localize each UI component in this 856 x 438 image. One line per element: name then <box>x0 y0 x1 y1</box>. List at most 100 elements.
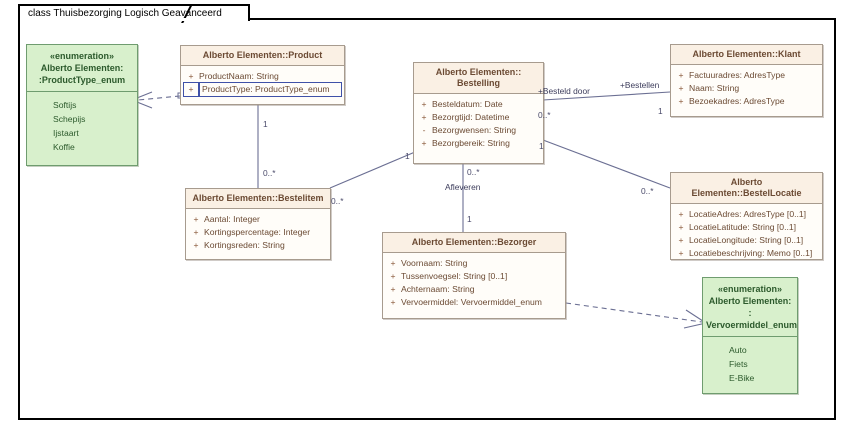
enum-producttype-name-line2: :ProductType_enum <box>38 75 126 85</box>
attribute-row: + Kortingspercentage: Integer <box>188 226 328 239</box>
multiplicity-bestelitem-to-bestelling: 0..* <box>331 196 344 206</box>
attribute-visibility: + <box>390 258 396 268</box>
attribute-text: ProductType: ProductType_enum <box>199 82 342 97</box>
enum-producttype-name-line1: Alberto Elementen: <box>40 63 124 73</box>
class-bestelling[interactable]: Alberto Elementen:: Bestelling + Besteld… <box>413 62 544 164</box>
attribute-visibility: + <box>421 99 427 109</box>
enum-vervoermiddel[interactable]: «enumeration» Alberto Elementen: : Vervo… <box>702 277 798 394</box>
enum-producttype-literals: Softijs Schepijs Ijstaart Koffie <box>27 92 137 160</box>
attribute-row: + Bezoekadres: AdresType <box>673 95 820 108</box>
role-besteld-door: +Besteld door <box>538 86 590 96</box>
attribute-text: Factuuradres: AdresType <box>689 70 786 80</box>
enum-literal: E-Bike <box>729 373 755 383</box>
enum-vervoermiddel-literals: Auto Fiets E-Bike <box>703 337 797 391</box>
attribute-visibility: + <box>678 209 684 219</box>
class-bezorger-header: Alberto Elementen::Bezorger <box>383 233 565 253</box>
attribute-text: LocatieLatitude: String [0..1] <box>689 222 797 232</box>
attribute-visibility: - <box>422 125 426 135</box>
attribute-visibility: + <box>193 227 199 237</box>
class-klant[interactable]: Alberto Elementen::Klant + Factuuradres:… <box>670 44 823 117</box>
diagram-title-tab-mask <box>20 18 196 21</box>
attribute-visibility: + <box>193 240 199 250</box>
enum-vervoermiddel-name-line2: : <box>748 308 752 318</box>
multiplicity-bestelling-to-bestellocatie: 1 <box>539 141 544 151</box>
multiplicity-bestelling-to-bezorger: 0..* <box>467 167 480 177</box>
class-bestellocatie-header: Alberto Elementen::BestelLocatie <box>671 173 822 204</box>
enum-vervoermiddel-name-line1: Alberto Elementen: <box>708 296 792 306</box>
class-bestelitem[interactable]: Alberto Elementen::Bestelitem + Aantal: … <box>185 188 331 260</box>
enum-literal: Softijs <box>53 100 77 110</box>
attribute-visibility: + <box>678 70 684 80</box>
multiplicity-bestelling-klant-source: 0..* <box>538 110 551 120</box>
attribute-text: Naam: String <box>689 83 740 93</box>
role-bestellen: +Bestellen <box>620 80 660 90</box>
class-bestelling-header: Alberto Elementen:: Bestelling <box>414 63 543 94</box>
multiplicity-bestelling-to-bestelitem: 1 <box>405 151 410 161</box>
class-product[interactable]: Alberto Elementen::Product + ProductNaam… <box>180 45 345 105</box>
class-bestelitem-header: Alberto Elementen::Bestelitem <box>186 189 330 209</box>
enum-producttype[interactable]: «enumeration» Alberto Elementen: :Produc… <box>26 44 138 166</box>
enum-vervoermiddel-header: «enumeration» Alberto Elementen: : Vervo… <box>703 278 797 337</box>
attribute-visibility: + <box>188 71 194 81</box>
attribute-visibility: + <box>421 138 427 148</box>
attribute-visibility: + <box>421 112 427 122</box>
attribute-row: + ProductNaam: String <box>183 70 342 83</box>
diagram-title: class Thuisbezorging Logisch Geavanceerd <box>28 8 222 19</box>
attribute-text: Aantal: Integer <box>204 214 260 224</box>
attribute-text: Bezoekadres: AdresType <box>689 96 785 106</box>
class-bestelling-name-line2: Bestelling <box>456 78 500 88</box>
class-bezorger[interactable]: Alberto Elementen::Bezorger + Voornaam: … <box>382 232 566 319</box>
attribute-text: Bezorgwensen: String <box>432 125 517 135</box>
class-bestelling-attributes: + Besteldatum: Date + Bezorgtijd: Dateti… <box>414 94 543 155</box>
attribute-visibility: + <box>193 214 199 224</box>
attribute-text: Bezorgbereik: String <box>432 138 510 148</box>
attribute-text: Voornaam: String <box>401 258 468 268</box>
class-klant-attributes: + Factuuradres: AdresType + Naam: String… <box>671 65 822 113</box>
attribute-row-selected[interactable]: + ProductType: ProductType_enum <box>183 82 342 97</box>
class-bestelling-name-line1: Alberto Elementen:: <box>435 67 522 77</box>
attribute-visibility: + <box>390 297 396 307</box>
enum-literal: Auto <box>729 345 747 355</box>
attribute-row: + Factuuradres: AdresType <box>673 69 820 82</box>
attribute-visibility: + <box>678 222 684 232</box>
class-product-attributes: + ProductNaam: String + ProductType: Pro… <box>181 66 344 101</box>
attribute-row: + LocatieLatitude: String [0..1] <box>673 221 820 234</box>
multiplicity-bezorger-end: 1 <box>467 214 472 224</box>
attribute-row: + Bezorgtijd: Datetime <box>416 111 541 124</box>
attribute-text: Achternaam: String <box>401 284 475 294</box>
attribute-row: + Naam: String <box>673 82 820 95</box>
class-bestellocatie-attributes: + LocatieAdres: AdresType [0..1] + Locat… <box>671 204 822 265</box>
attribute-visibility: + <box>678 235 684 245</box>
class-bezorger-attributes: + Voornaam: String + Tussenvoegsel: Stri… <box>383 253 565 314</box>
attribute-text: Kortingsreden: String <box>204 240 285 250</box>
attribute-text: LocatieLongitude: String [0..1] <box>689 235 804 245</box>
attribute-text: Bezorgtijd: Datetime <box>432 112 510 122</box>
attribute-visibility: + <box>390 271 396 281</box>
attribute-row: + LocatieAdres: AdresType [0..1] <box>673 208 820 221</box>
attribute-visibility: + <box>183 82 199 97</box>
attribute-visibility: + <box>678 96 684 106</box>
attribute-visibility: + <box>678 248 684 258</box>
attribute-row: + Vervoermiddel: Vervoermiddel_enum <box>385 296 563 309</box>
multiplicity-bestellocatie-end: 0..* <box>641 186 654 196</box>
attribute-text: LocatieAdres: AdresType [0..1] <box>689 209 807 219</box>
enum-literal: Schepijs <box>53 114 86 124</box>
multiplicity-product-end: 1 <box>263 119 268 129</box>
multiplicity-bestelitem-end: 0..* <box>263 168 276 178</box>
class-bestellocatie[interactable]: Alberto Elementen::BestelLocatie + Locat… <box>670 172 823 260</box>
attribute-visibility: + <box>390 284 396 294</box>
attribute-row: + Tussenvoegsel: String [0..1] <box>385 270 563 283</box>
enum-producttype-stereotype: «enumeration» <box>49 51 115 61</box>
attribute-text: Vervoermiddel: Vervoermiddel_enum <box>401 297 542 307</box>
attribute-text: ProductNaam: String <box>199 71 279 81</box>
association-name-afleveren: Afleveren <box>445 182 481 192</box>
attribute-text: Locatiebeschrijving: Memo [0..1] <box>689 248 813 258</box>
attribute-text: Besteldatum: Date <box>432 99 503 109</box>
enum-vervoermiddel-stereotype: «enumeration» <box>717 284 783 294</box>
class-product-header: Alberto Elementen::Product <box>181 46 344 66</box>
attribute-row: + Aantal: Integer <box>188 213 328 226</box>
enum-literal: Ijstaart <box>53 128 79 138</box>
attribute-visibility: + <box>678 83 684 93</box>
enum-producttype-header: «enumeration» Alberto Elementen: :Produc… <box>27 45 137 92</box>
